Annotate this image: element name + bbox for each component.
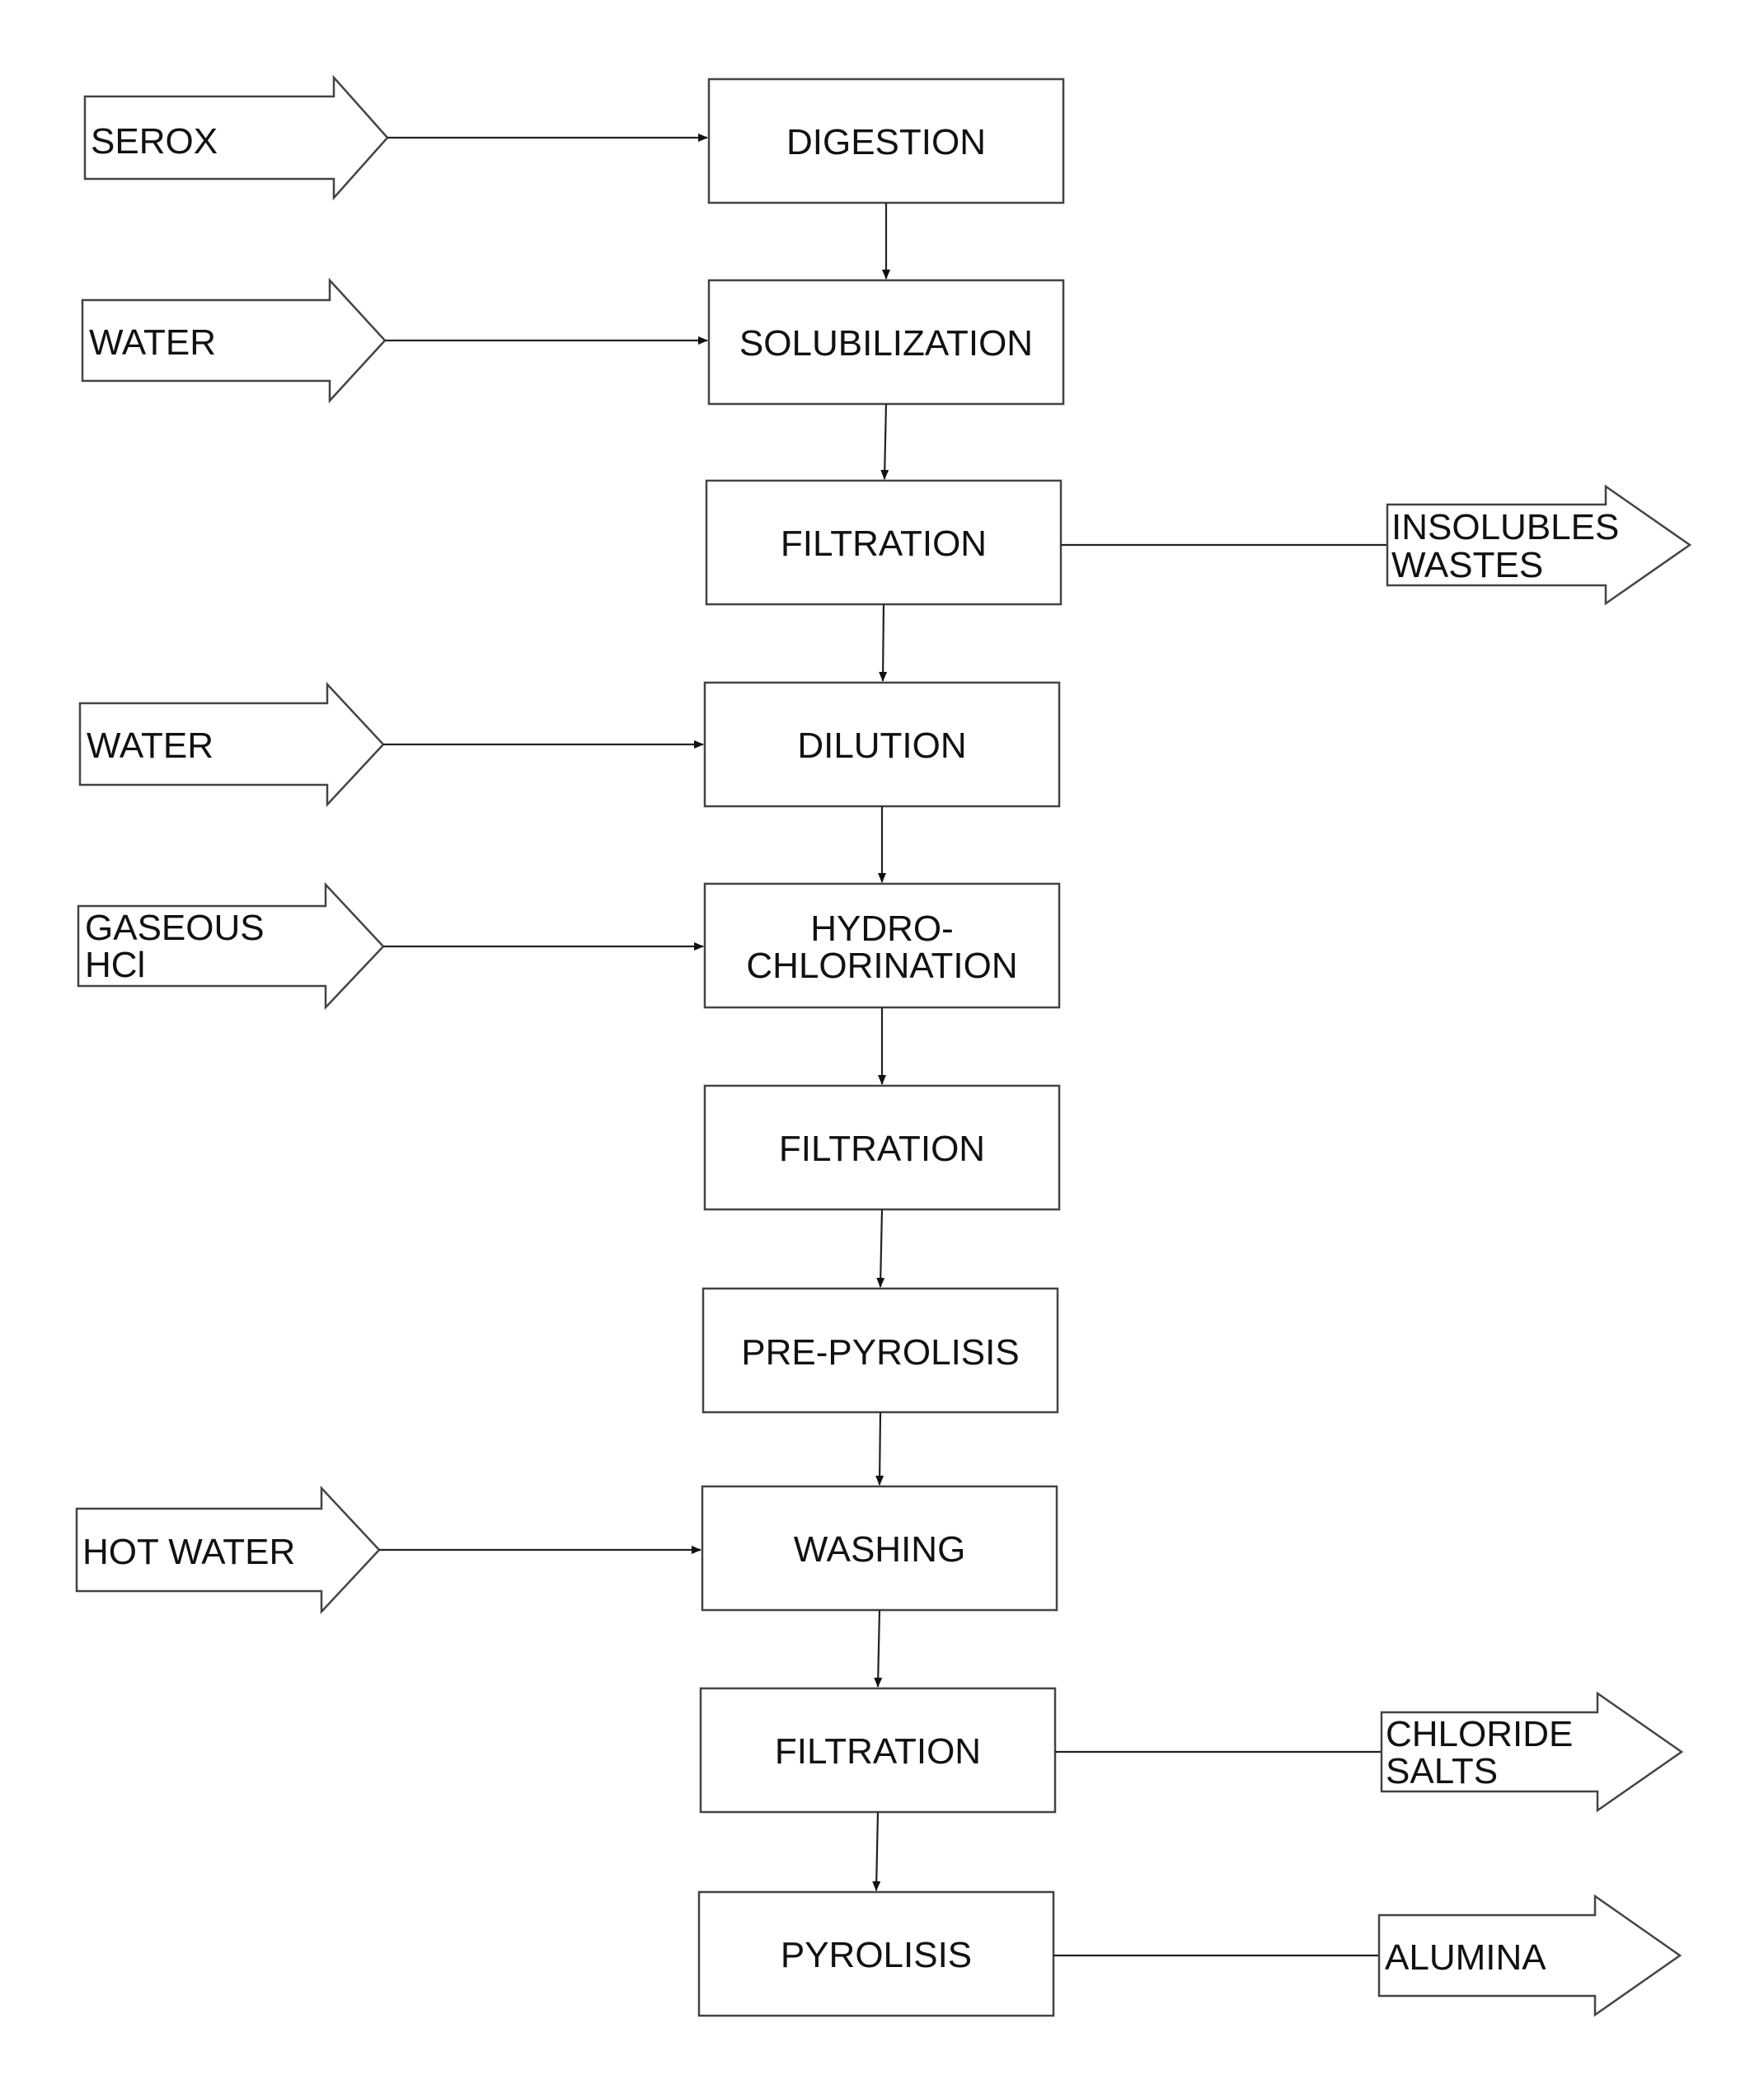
input-hot-water-label: HOT WATER xyxy=(82,1532,295,1572)
connector-washing-filtration xyxy=(878,1610,880,1687)
step-filtration-3: FILTRATION xyxy=(701,1688,1055,1812)
input-gaseous-hcl-label-2: HCl xyxy=(85,945,145,985)
input-serox-label: SEROX xyxy=(91,121,218,162)
input-hot-water: HOT WATER xyxy=(77,1488,701,1612)
output-insoluble-wastes-label-2: WASTES xyxy=(1391,545,1543,585)
connector-filtration-pre-pyrolisis xyxy=(880,1209,882,1287)
input-serox: SEROX xyxy=(85,77,707,198)
step-filtration-3-label: FILTRATION xyxy=(775,1731,981,1772)
vertical-connectors xyxy=(876,203,886,1890)
output-insoluble-wastes-label-1: INSOLUBLES xyxy=(1391,507,1619,547)
step-hydrochlorination: HYDRO- CHLORINATION xyxy=(705,884,1059,1007)
step-dilution-label: DILUTION xyxy=(797,725,966,766)
output-chloride-salts-label-1: CHLORIDE xyxy=(1386,1714,1573,1754)
step-filtration-1-label: FILTRATION xyxy=(781,524,987,564)
output-alumina-label: ALUMINA xyxy=(1385,1937,1546,1978)
input-gaseous-hcl: GASEOUS HCl xyxy=(78,885,703,1007)
input-gaseous-hcl-label-1: GASEOUS xyxy=(85,908,265,948)
input-water-1-label: WATER xyxy=(89,322,216,363)
step-digestion: DIGESTION xyxy=(709,79,1063,203)
step-hydrochlorination-label-2: CHLORINATION xyxy=(746,946,1017,986)
step-hydrochlorination-label-1: HYDRO- xyxy=(810,908,954,949)
input-water-2-label: WATER xyxy=(87,725,213,766)
step-dilution: DILUTION xyxy=(705,683,1059,806)
input-water-1: WATER xyxy=(82,280,707,401)
connector-solubilization-filtration xyxy=(884,404,886,479)
connector-filtration-dilution xyxy=(883,604,884,681)
output-chloride-salts-label-2: SALTS xyxy=(1386,1751,1498,1791)
step-washing: WASHING xyxy=(702,1486,1057,1610)
step-pre-pyrolisis: PRE-PYROLISIS xyxy=(703,1289,1058,1412)
step-pyrolisis-label: PYROLISIS xyxy=(781,1935,972,1975)
step-filtration-2: FILTRATION xyxy=(705,1086,1059,1209)
step-solubilization: SOLUBILIZATION xyxy=(709,280,1063,404)
step-solubilization-label: SOLUBILIZATION xyxy=(739,323,1033,364)
output-insoluble-wastes: INSOLUBLES WASTES xyxy=(1061,486,1690,603)
step-digestion-label: DIGESTION xyxy=(786,122,986,162)
step-filtration-2-label: FILTRATION xyxy=(779,1129,985,1169)
connector-filtration-pyrolisis xyxy=(876,1812,878,1890)
input-water-2: WATER xyxy=(80,684,703,805)
output-chloride-salts: CHLORIDE SALTS xyxy=(1055,1693,1682,1810)
output-alumina: ALUMINA xyxy=(1053,1896,1680,2015)
step-washing-label: WASHING xyxy=(794,1529,966,1570)
step-pyrolisis: PYROLISIS xyxy=(699,1892,1053,2016)
step-filtration-1: FILTRATION xyxy=(706,481,1061,604)
step-pre-pyrolisis-label: PRE-PYROLISIS xyxy=(741,1332,1019,1373)
